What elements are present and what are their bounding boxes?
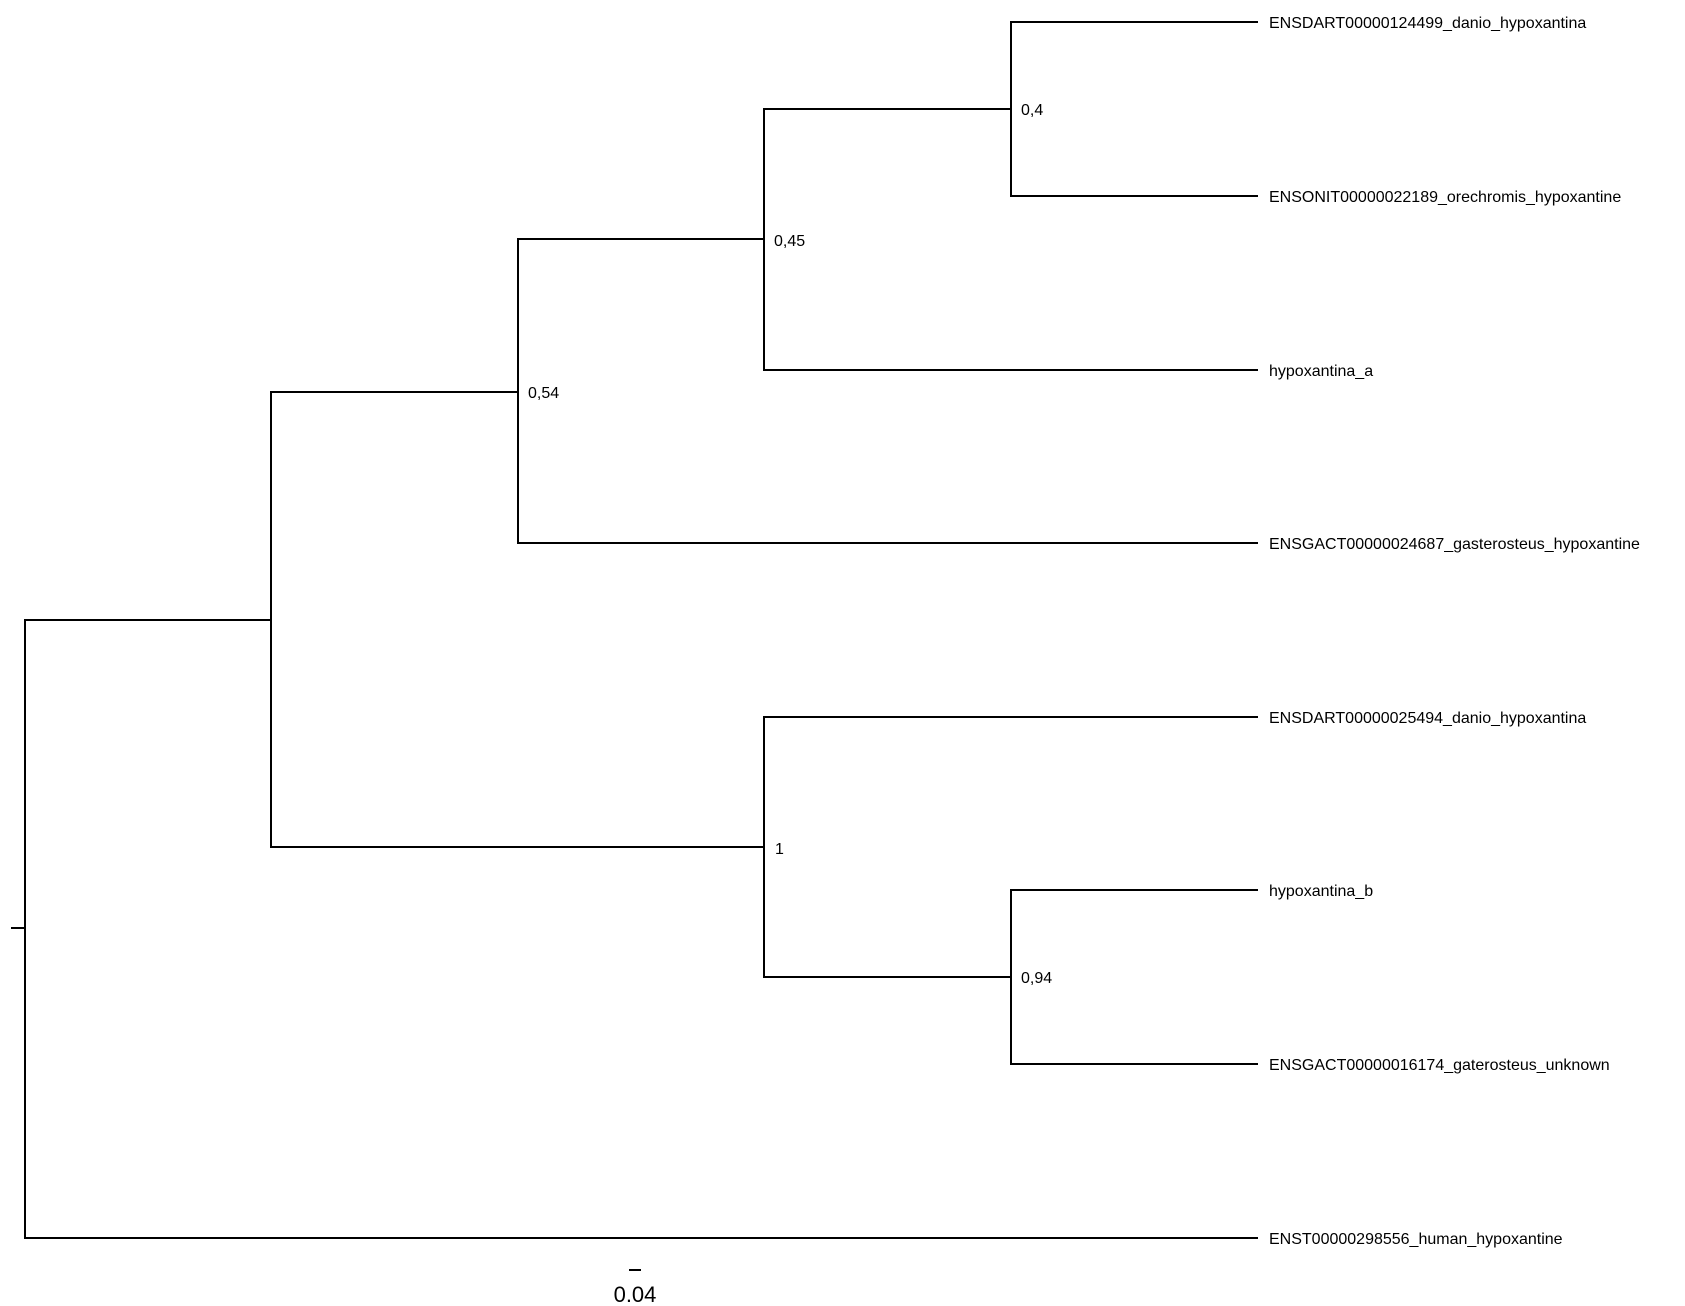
leaf-label: ENSDART00000025494_danio_hypoxantina xyxy=(1269,710,1586,727)
leaf-label: ENST00000298556_human_hypoxantine xyxy=(1269,1231,1563,1248)
support-value: 0,54 xyxy=(528,385,559,402)
scale-bar-label: 0.04 xyxy=(614,1282,657,1306)
support-value: 0,45 xyxy=(774,233,805,250)
leaf-label: hypoxantina_a xyxy=(1269,363,1373,380)
support-value: 0,4 xyxy=(1021,102,1043,119)
support-value: 1 xyxy=(775,841,784,858)
leaf-label: ENSGACT00000016174_gaterosteus_unknown xyxy=(1269,1057,1610,1074)
leaf-label: ENSGACT00000024687_gasterosteus_hypoxant… xyxy=(1269,536,1640,553)
support-value: 0,94 xyxy=(1021,970,1052,987)
leaf-label: hypoxantina_b xyxy=(1269,883,1373,900)
leaf-label: ENSDART00000124499_danio_hypoxantina xyxy=(1269,15,1586,32)
leaf-label: ENSONIT00000022189_orechromis_hypoxantin… xyxy=(1269,189,1621,206)
